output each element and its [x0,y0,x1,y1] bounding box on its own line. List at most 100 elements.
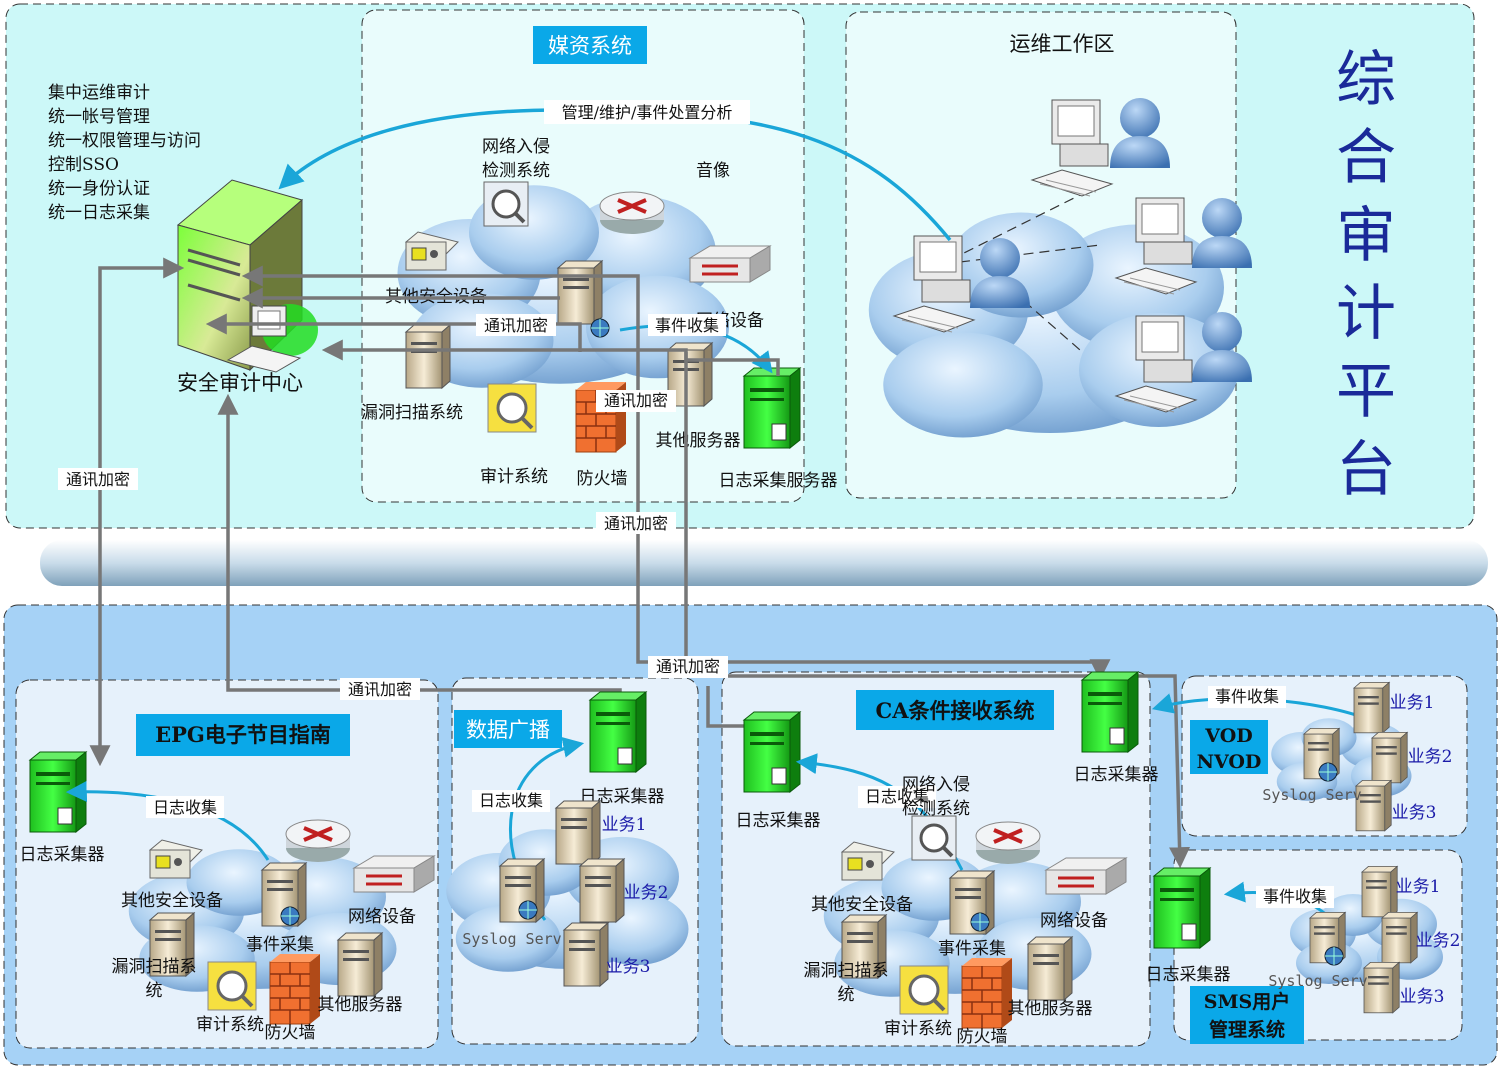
vod-title-2: NVOD [1197,751,1262,773]
encrypt-label-1: 通讯加密 [484,316,548,335]
media-event-label: 事件收集 [655,316,719,335]
broadcast-log-collector-icon [589,691,647,773]
vod-title-1: VOD [1204,725,1252,747]
platform-features: 集中运维审计 统一帐号管理 统一权限管理与访问 控制SSO 统一身份认证 统一日… [48,83,201,223]
media-vuln-scan-icon [405,324,451,389]
media-core-server-icon [557,260,603,325]
epg-title: EPG电子节目指南 [155,722,331,747]
ca-title-box [856,690,1054,730]
sms-globe-icon [1324,946,1344,966]
ca-log-collector-label: 日志采集器 [736,811,821,831]
broadcast-biz3-label: 业务3 [606,957,651,977]
encrypt-label-6: 通讯加密 [348,680,412,699]
epg-audit-label: 审计系统 [196,1015,264,1035]
epg-router-icon [284,818,352,864]
media-ids-icon [482,180,530,228]
epg-log-collect-label: 日志收集 [153,798,217,817]
platform-title-char-3: 审 [1336,201,1396,271]
ca-log-collect-label: 日志收集 [865,787,929,806]
media-ids-label-2: 检测系统 [482,161,550,181]
sms-event-label: 事件收集 [1263,887,1327,906]
feature-5: 统一身份认证 [48,179,150,199]
encrypt-label-4: 通讯加密 [604,514,668,533]
epg-firewall-icon [269,953,321,1025]
media-event-label-bg [648,314,726,336]
sms-event-label-bg [1256,886,1334,908]
ca-right-log-collector-label: 日志采集器 [1074,765,1159,785]
epg-firewall-label: 防火墙 [265,1023,316,1043]
vod-title-box [1190,720,1268,774]
sms-log-collector-icon [1153,867,1211,949]
encrypt-label-3: 通讯加密 [66,470,130,489]
broadcast-biz1-icon [555,800,601,865]
feature-1: 集中运维审计 [48,83,150,103]
ca-ids-icon [910,814,958,862]
media-ids-label-1: 网络入侵 [482,137,550,157]
platform-title-char-4: 计 [1336,279,1396,349]
media-title: 媒资系统 [548,34,632,58]
broadcast-title: 数据广播 [466,718,550,742]
encrypt-label-5: 通讯加密 [656,657,720,676]
audit-center-label: 安全审计中心 [177,371,303,395]
epg-other-security-label: 其他安全设备 [121,891,223,911]
sms-biz3-icon [1363,961,1400,1014]
media-audit-label: 审计系统 [480,467,548,487]
platform-title-char-5: 平 [1336,357,1396,427]
vod-event-label-bg [1208,686,1286,708]
epg-vuln-label-1: 漏洞扫描系 [112,957,197,977]
feature-3: 统一权限管理与访问 [48,131,201,151]
ca-router-icon [974,820,1042,866]
epg-event-collect-label: 事件采集 [246,935,314,955]
platform-title-char-1: 综 [1336,45,1396,115]
ca-title: CA条件接收系统 [875,698,1034,723]
management-label-bg [544,100,750,124]
network-bus-band [40,540,1488,586]
vod-biz3-label: 业务3 [1392,803,1437,823]
ca-right-log-collector-icon [1081,671,1139,753]
epg-audit-icon [206,960,258,1012]
epg-vuln-label-2: 统 [146,981,163,1001]
audit-center-server-icon [176,179,318,373]
platform-title: 综 合 审 计 平 台 [1336,45,1396,505]
encrypt-label-2: 通讯加密 [604,391,668,410]
ca-firewall-label: 防火墙 [957,1027,1008,1047]
vod-syslog-label: Syslog Serv [1262,786,1361,804]
media-other-servers-label: 其他服务器 [656,431,741,451]
sms-title-2: 管理系统 [1209,1018,1285,1041]
ca-log-collect-bg [858,786,936,808]
epg-other-server-icon [337,932,383,997]
ca-other-server-icon [1027,936,1073,1001]
ca-ids-label-2: 检测系统 [902,799,970,819]
sms-biz1-label: 业务1 [1396,877,1441,897]
broadcast-syslog-label: Syslog Serv [462,930,561,948]
sms-title-1: SMS用户 [1204,990,1290,1013]
ca-globe-icon [970,912,990,932]
ca-log-collector-icon [743,711,801,793]
vod-globe-icon [1318,762,1338,782]
encrypt-lines [89,257,1191,869]
ca-audit-icon [898,964,950,1016]
sms-log-collector-label: 日志采集器 [1146,965,1231,985]
sms-biz2-label: 业务2 [1416,931,1461,951]
vod-biz1-label: 业务1 [1390,693,1435,713]
sms-title-box [1190,986,1304,1044]
epg-other-servers-label: 其他服务器 [318,995,403,1015]
media-switch-icon [688,244,772,284]
media-globe-icon [590,318,610,338]
sms-biz1-icon [1361,865,1398,918]
vod-biz2-icon [1371,731,1408,784]
media-log-server-label: 日志采集服务器 [719,471,838,491]
broadcast-log-collect-bg [472,790,550,812]
broadcast-biz2-icon [579,858,625,923]
media-vuln-scan-label: 漏洞扫描系统 [361,403,463,423]
media-audio-label: 音像 [696,161,730,181]
platform-title-char-2: 合 [1336,123,1396,193]
platform-title-char-6: 台 [1336,435,1396,505]
media-router-icon [598,190,666,236]
ca-other-servers-label: 其他服务器 [1008,999,1093,1019]
sms-biz3-label: 业务3 [1400,987,1445,1007]
ca-event-collect-label: 事件采集 [938,939,1006,959]
ca-ids-label-1: 网络入侵 [902,775,970,795]
